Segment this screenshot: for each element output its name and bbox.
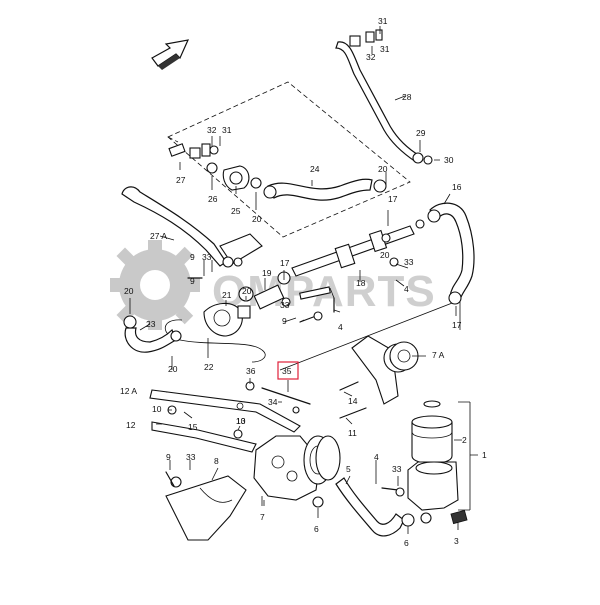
label-9d: 9	[166, 452, 171, 462]
label-35: 35	[282, 366, 292, 376]
pump-21	[164, 302, 266, 363]
hose-5	[312, 477, 415, 537]
label-21: 21	[222, 290, 232, 300]
assembly-frame	[167, 81, 411, 238]
label-14: 14	[348, 396, 358, 406]
label-17c: 17	[452, 320, 462, 330]
label-20e: 20	[124, 286, 134, 296]
label-2: 2	[462, 435, 467, 445]
pump-7	[253, 435, 341, 506]
label-5: 5	[346, 464, 351, 474]
label-22: 22	[204, 362, 214, 372]
label-25: 25	[231, 206, 241, 216]
label-8: 8	[214, 456, 219, 466]
label-33a: 33	[202, 252, 212, 262]
label-10a: 10	[152, 404, 162, 414]
leader-lines	[129, 26, 462, 534]
pipe-18	[291, 225, 415, 300]
watermark-gear-icon	[110, 240, 200, 330]
bolts	[165, 219, 425, 497]
label-20c: 20	[380, 250, 390, 260]
label-20b: 20	[378, 164, 388, 174]
label-13: 13	[236, 416, 246, 426]
label-31a: 31	[378, 16, 388, 26]
label-26: 26	[208, 194, 218, 204]
label-4c: 4	[374, 452, 379, 462]
label-6a: 6	[314, 524, 319, 534]
label-33e: 33	[186, 452, 196, 462]
label-24: 24	[310, 164, 320, 174]
label-20f: 20	[168, 364, 178, 374]
label-9c: 9	[282, 316, 287, 326]
label-19: 19	[262, 268, 272, 278]
label-4b: 4	[338, 322, 343, 332]
part-labels: 31 32 31 28 29 30 32 31 27 26 25 20 24 2…	[120, 16, 487, 548]
label-31c: 31	[222, 125, 232, 135]
label-31b: 31	[380, 44, 390, 54]
highlight-box	[277, 361, 299, 380]
label-33b: 33	[404, 257, 414, 267]
label-9a: 9	[190, 252, 195, 262]
shield-8	[165, 475, 247, 541]
label-12A: 12 A	[120, 386, 137, 396]
hose-16	[427, 202, 475, 305]
label-27: 27	[176, 175, 186, 185]
label-34: 34	[268, 397, 278, 407]
arrow-icon	[151, 39, 190, 70]
label-20d: 20	[242, 286, 252, 296]
label-27A: 27 A	[150, 231, 167, 241]
label-12: 12	[126, 420, 136, 430]
label-18: 18	[356, 278, 366, 288]
hose-23	[123, 315, 182, 353]
label-30: 30	[444, 155, 454, 165]
label-4a: 4	[404, 284, 409, 294]
label-10b: 10	[236, 416, 246, 426]
label-17b: 17	[280, 258, 290, 268]
label-33f: 33	[392, 464, 402, 474]
label-32b: 32	[207, 125, 217, 135]
bracket-7a	[351, 335, 419, 405]
bracket-12a	[149, 389, 301, 433]
label-11: 11	[348, 428, 357, 438]
label-33c: 33	[280, 300, 290, 310]
label-20a: 20	[252, 214, 262, 224]
label-1: 1	[482, 450, 487, 460]
label-3: 3	[454, 536, 459, 546]
fitting-group-top	[168, 143, 262, 191]
pipe-27a	[121, 186, 263, 268]
label-17a: 17	[388, 194, 398, 204]
label-6b: 6	[404, 538, 409, 548]
label-29: 29	[416, 128, 426, 138]
label-36: 36	[246, 366, 256, 376]
label-23: 23	[146, 319, 156, 329]
bracket-12	[151, 421, 257, 453]
label-15: 15	[188, 422, 198, 432]
label-28: 28	[402, 92, 412, 102]
label-9b: 9	[190, 276, 195, 286]
hose-24	[263, 178, 387, 201]
label-32a: 32	[366, 52, 376, 62]
label-16: 16	[452, 182, 462, 192]
label-7: 7	[260, 512, 265, 522]
pipe-28	[335, 29, 433, 165]
label-7A: 7 A	[432, 350, 445, 360]
reservoir-bracket-1	[407, 461, 468, 525]
reservoir-2	[411, 400, 453, 465]
